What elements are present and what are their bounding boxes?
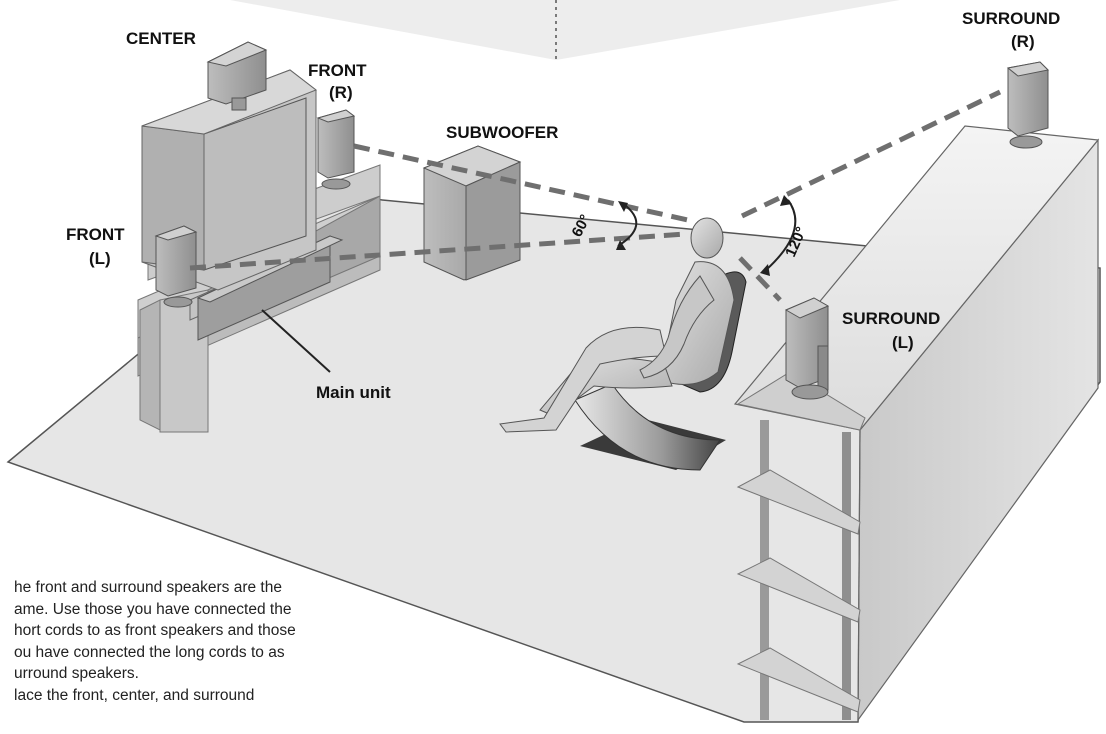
- sight-lines: [189, 89, 1002, 302]
- label-front-l: FRONT: [66, 225, 125, 244]
- label-front-r-side: (R): [329, 83, 353, 102]
- label-center: CENTER: [126, 29, 196, 48]
- main-unit-leader: [261, 309, 331, 373]
- label-surround-r-side: (R): [1011, 32, 1035, 51]
- front-right-speaker: [316, 109, 356, 190]
- ceiling-outline: [230, 0, 900, 62]
- instruction-notes: he front and surround speakers are the a…: [0, 577, 340, 706]
- label-surround-l-side: (L): [892, 333, 914, 352]
- label-surround-l: SURROUND: [842, 309, 940, 328]
- label-main-unit: Main unit: [316, 383, 391, 402]
- note-item: he front and surround speakers are the a…: [0, 577, 340, 685]
- label-front-l-side: (L): [89, 249, 111, 268]
- surround-right-speaker: [1006, 61, 1050, 149]
- note-text: he front and surround speakers are the a…: [14, 579, 296, 682]
- label-surround-r: SURROUND: [962, 9, 1060, 28]
- center-speaker: [206, 41, 268, 111]
- note-text: lace the front, center, and surround: [14, 686, 255, 704]
- label-front-r: FRONT: [308, 61, 367, 80]
- angle-arcs: [616, 195, 797, 276]
- note-item: lace the front, center, and surround: [0, 685, 340, 707]
- listener-figure: [499, 217, 735, 433]
- front-left-speaker: [154, 225, 198, 308]
- surround-left-speaker: [784, 297, 830, 400]
- label-subwoofer: SUBWOOFER: [446, 123, 558, 142]
- surround-shelf: [736, 371, 866, 720]
